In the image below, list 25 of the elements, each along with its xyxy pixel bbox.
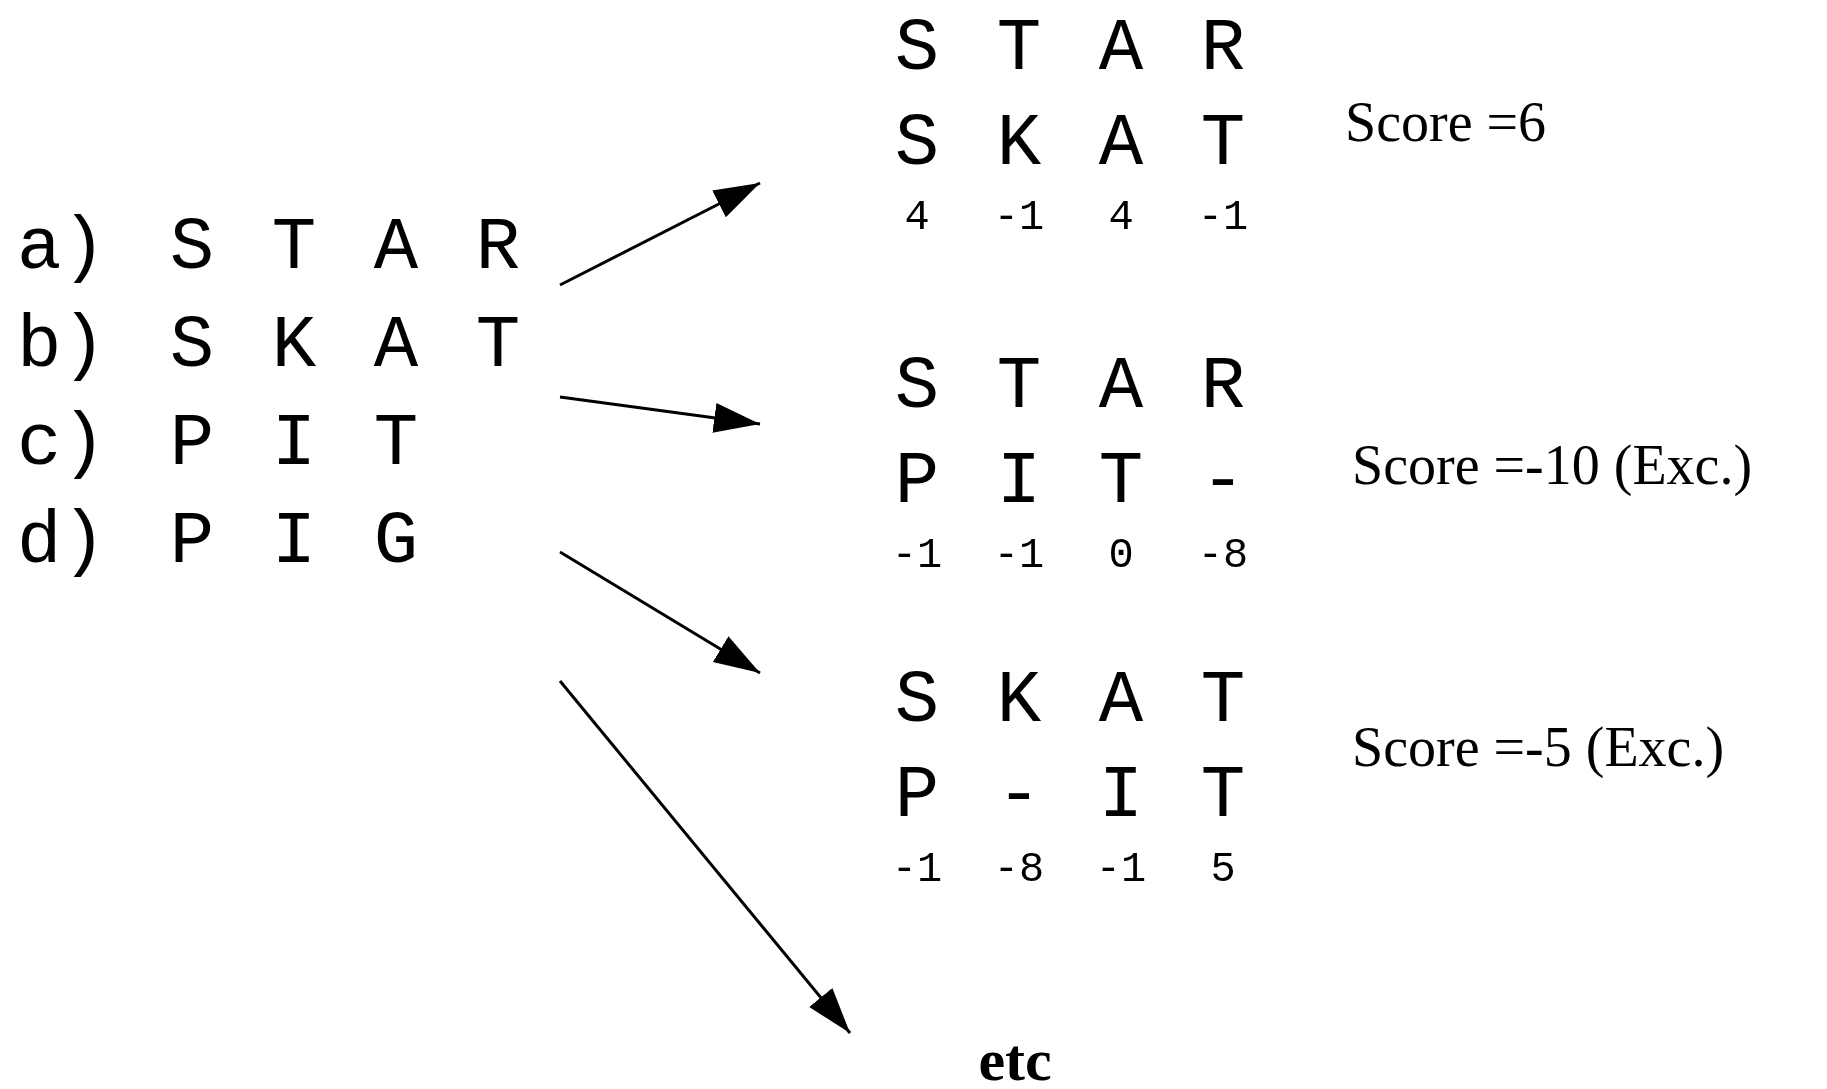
item-letter: a) bbox=[17, 205, 106, 292]
aligned-sequence: P - I T bbox=[893, 753, 1247, 840]
aligned-sequence: P I T - bbox=[893, 439, 1247, 526]
position-scores: -1 -8 -1 5 bbox=[890, 845, 1237, 896]
position-scores: 4 -1 4 -1 bbox=[903, 193, 1250, 244]
aligned-sequence: S T A R bbox=[893, 344, 1247, 431]
score-label: Score =-5 (Exc.) bbox=[1352, 715, 1725, 779]
sequence: P I G bbox=[168, 499, 420, 586]
etc-label: etc bbox=[977, 1030, 1053, 1089]
score-label: Score =-10 (Exc.) bbox=[1352, 433, 1753, 497]
position-scores: -1 -1 0 -8 bbox=[890, 531, 1250, 582]
arrow bbox=[559, 395, 761, 433]
arrow bbox=[559, 550, 761, 675]
item-letter: b) bbox=[17, 303, 106, 390]
arrow bbox=[559, 181, 761, 287]
aligned-sequence: S K A T bbox=[893, 101, 1247, 188]
sequence: P I T bbox=[168, 401, 420, 488]
sequence: S T A R bbox=[168, 205, 522, 292]
sequence: S K A T bbox=[168, 303, 522, 390]
score-label: Score =6 bbox=[1345, 90, 1547, 154]
aligned-sequence: S K A T bbox=[893, 658, 1247, 745]
aligned-sequence: S T A R bbox=[893, 6, 1247, 93]
item-letter: c) bbox=[17, 401, 106, 488]
item-letter: d) bbox=[17, 499, 106, 586]
arrow bbox=[558, 680, 852, 1034]
